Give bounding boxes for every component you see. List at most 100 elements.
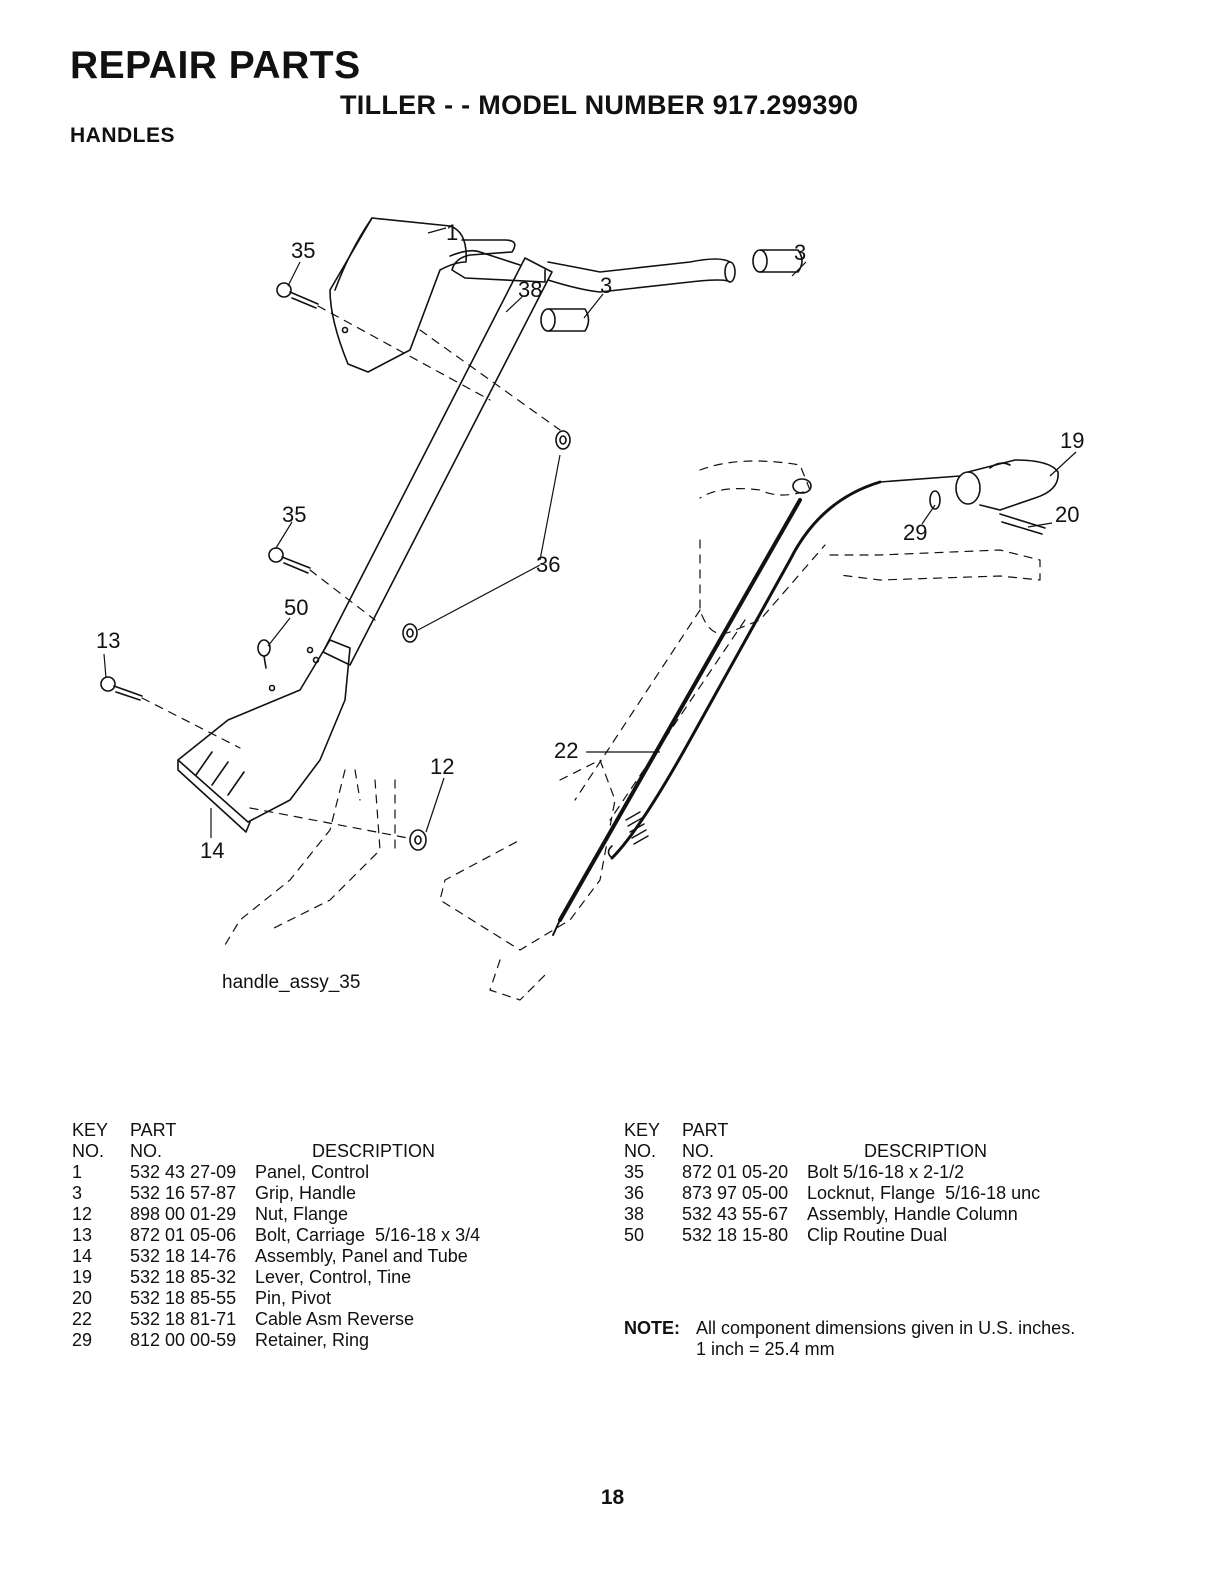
handle-column-tube xyxy=(322,257,553,666)
part-description: Lever, Control, Tine xyxy=(255,1267,412,1287)
table-row: 13 872 01 05-06 Bolt, Carriage 5/16-18 x 3… xyxy=(72,1225,480,1246)
header-key-1: KEY xyxy=(72,1120,109,1140)
header-part-1: PART xyxy=(682,1120,729,1140)
table-row: 22 532 18 81-71 Cable Asm Reverse xyxy=(72,1309,480,1330)
pivot-pin-20 xyxy=(999,513,1046,535)
callout-35-lower: 35 xyxy=(282,502,306,527)
header-description: DESCRIPTION xyxy=(864,1141,988,1161)
part-description: Bolt, Carriage 5/16-18 x 3/4 xyxy=(255,1225,481,1245)
bolt-35-lower xyxy=(268,547,311,574)
part-no: 872 01 05-20 xyxy=(682,1162,789,1182)
parts-table-left: KEY PART NO. NO. DESCRIPTION 1 532 43 27-… xyxy=(72,1120,480,1351)
callout-19: 19 xyxy=(1060,428,1084,453)
table-row: 36 873 97 05-00 Locknut, Flange 5/16-18 un… xyxy=(624,1183,1040,1204)
control-lever-19 xyxy=(879,459,1059,511)
part-no: 872 01 05-06 xyxy=(130,1225,237,1245)
part-description: Retainer, Ring xyxy=(255,1330,370,1350)
key-no: 36 xyxy=(624,1183,645,1203)
part-no: 532 16 57-87 xyxy=(130,1183,237,1203)
callout-29: 29 xyxy=(903,520,927,545)
part-description: Assembly, Handle Column xyxy=(807,1204,1018,1224)
table-header: NO. NO. DESCRIPTION xyxy=(72,1141,480,1162)
panel-and-tube-part xyxy=(177,639,351,823)
part-no: 532 18 14-76 xyxy=(130,1246,237,1266)
dimension-note: NOTE:All component dimensions given in U… xyxy=(624,1318,1075,1360)
key-no: 19 xyxy=(72,1267,93,1287)
part-no: 532 43 27-09 xyxy=(130,1162,237,1182)
control-panel-part xyxy=(329,217,467,373)
header-key-2: NO. xyxy=(624,1141,657,1161)
callout-50: 50 xyxy=(284,595,308,620)
table-row: 12 898 00 01-29 Nut, Flange xyxy=(72,1204,480,1225)
part-description: Clip Routine Dual xyxy=(807,1225,948,1245)
header-description: DESCRIPTION xyxy=(312,1141,436,1161)
page-number: 18 xyxy=(600,1486,625,1509)
header-key-2: NO. xyxy=(72,1141,105,1161)
part-description: Grip, Handle xyxy=(255,1183,357,1203)
section-heading: HANDLES xyxy=(70,124,176,147)
header-part-2: NO. xyxy=(130,1141,163,1161)
key-no: 13 xyxy=(72,1225,93,1245)
callout-3-upper: 3 xyxy=(600,273,612,298)
table-header: NO. NO. DESCRIPTION xyxy=(624,1141,1040,1162)
part-no: 532 18 85-32 xyxy=(130,1267,237,1287)
handle-grip-right xyxy=(752,249,803,273)
part-no: 873 97 05-00 xyxy=(682,1183,789,1203)
callout-35-top: 35 xyxy=(291,238,315,263)
part-description: Pin, Pivot xyxy=(255,1288,332,1308)
parts-table-right: KEY PART NO. NO. DESCRIPTION 35 872 01 05… xyxy=(624,1120,1040,1246)
table-row: 3 532 16 57-87 Grip, Handle xyxy=(72,1183,480,1204)
header-part-1: PART xyxy=(130,1120,177,1140)
table-row: 50 532 18 15-80 Clip Routine Dual xyxy=(624,1225,1040,1246)
dual-clip-50 xyxy=(257,639,271,669)
bolt-13 xyxy=(100,676,143,701)
key-no: 50 xyxy=(624,1225,645,1245)
callout-38: 38 xyxy=(518,277,542,302)
callout-12: 12 xyxy=(430,754,454,779)
callout-1: 1 xyxy=(446,220,458,245)
locknut-36-lower xyxy=(402,623,418,643)
table-row: 1 532 43 27-09 Panel, Control xyxy=(72,1162,480,1183)
part-description: Panel, Control xyxy=(255,1162,370,1182)
callout-36: 36 xyxy=(536,552,560,577)
handle-grip-upper xyxy=(540,308,590,332)
part-description: Cable Asm Reverse xyxy=(255,1309,415,1329)
diagram-caption: handle_assy_35 xyxy=(222,972,360,993)
model-subtitle: TILLER - - MODEL NUMBER 917.299390 xyxy=(340,90,859,120)
part-description: Nut, Flange xyxy=(255,1204,349,1224)
part-no: 532 43 55-67 xyxy=(682,1204,789,1224)
key-no: 35 xyxy=(624,1162,645,1182)
table-row: 20 532 18 85-55 Pin, Pivot xyxy=(72,1288,480,1309)
retainer-ring-29 xyxy=(929,490,941,510)
locknut-36-upper xyxy=(555,430,571,450)
page-title: REPAIR PARTS xyxy=(70,44,361,87)
key-no: 38 xyxy=(624,1204,645,1224)
callout-13: 13 xyxy=(96,628,120,653)
callout-22: 22 xyxy=(554,738,578,763)
callout-3-right: 3 xyxy=(794,240,806,265)
table-row: 38 532 43 55-67 Assembly, Handle Column xyxy=(624,1204,1040,1225)
key-no: 22 xyxy=(72,1309,93,1329)
part-no: 532 18 15-80 xyxy=(682,1225,789,1245)
table-header: KEY PART xyxy=(624,1120,1040,1141)
key-no: 14 xyxy=(72,1246,93,1266)
key-no: 3 xyxy=(72,1183,83,1203)
note-line-1: All component dimensions given in U.S. i… xyxy=(696,1318,1076,1338)
header-part-2: NO. xyxy=(682,1141,715,1161)
part-no: 532 18 81-71 xyxy=(130,1309,237,1329)
callout-20: 20 xyxy=(1055,502,1079,527)
note-line-2: 1 inch = 25.4 mm xyxy=(696,1339,835,1359)
flange-nut-12 xyxy=(409,829,427,851)
part-no: 532 18 85-55 xyxy=(130,1288,237,1308)
reverse-cable-22 xyxy=(558,498,802,922)
key-no: 12 xyxy=(72,1204,93,1224)
part-description: Locknut, Flange 5/16-18 unc xyxy=(807,1183,1041,1203)
table-row: 19 532 18 85-32 Lever, Control, Tine xyxy=(72,1267,480,1288)
table-header: KEY PART xyxy=(72,1120,480,1141)
key-no: 1 xyxy=(72,1162,83,1182)
part-no: 898 00 01-29 xyxy=(130,1204,237,1224)
key-no: 20 xyxy=(72,1288,93,1308)
